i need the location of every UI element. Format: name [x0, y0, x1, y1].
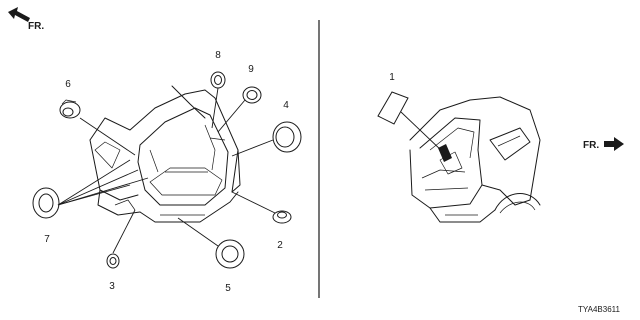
callout-6: 6	[65, 79, 71, 90]
part-5-grommet	[215, 239, 245, 269]
vehicle-rear-body	[89, 85, 241, 223]
callout-1: 1	[389, 72, 395, 83]
callout-8: 8	[215, 50, 221, 61]
front-label-right: FR.	[583, 140, 599, 151]
diagram-code: TYA4B3611	[578, 305, 621, 314]
part-4-grommet	[272, 121, 302, 153]
part-8-grommet	[210, 71, 226, 89]
front-arrow-left: FR.	[8, 7, 44, 32]
front-label-left: FR.	[28, 21, 44, 32]
leader-1	[400, 111, 444, 153]
part-1-patch	[377, 91, 452, 162]
vehicle-rear-quarter	[409, 96, 541, 223]
callout-7: 7	[44, 234, 50, 245]
callout-3: 3	[109, 281, 115, 292]
callout-2: 2	[277, 240, 283, 251]
part-6-grommet	[59, 99, 81, 119]
part-2-plug	[272, 210, 292, 224]
callout-4: 4	[283, 100, 289, 111]
front-arrow-right: FR.	[583, 137, 624, 151]
part-3-plug	[106, 253, 120, 269]
part-1-location-mark	[438, 144, 452, 162]
part-7-grommet	[32, 187, 60, 219]
leader-lines-left	[57, 87, 276, 254]
part-9-grommet	[242, 86, 262, 104]
callout-5: 5	[225, 283, 231, 294]
callout-9: 9	[248, 64, 254, 75]
